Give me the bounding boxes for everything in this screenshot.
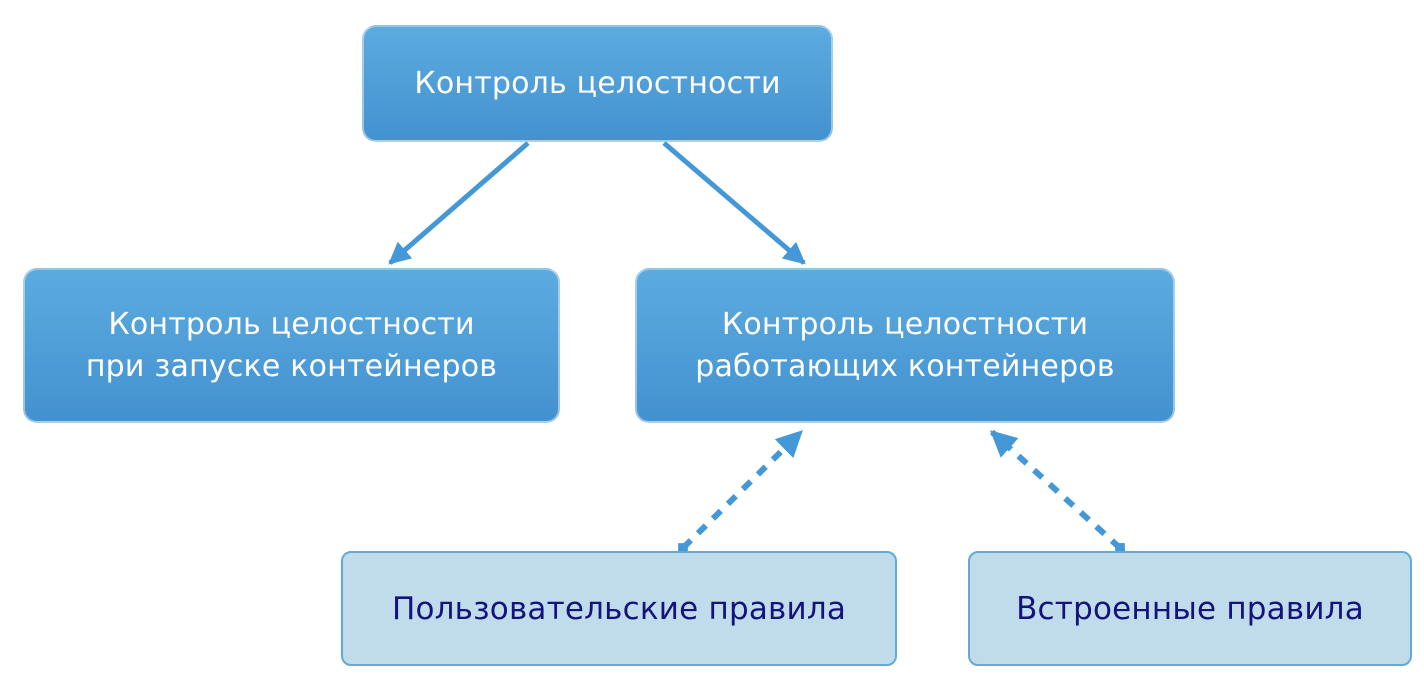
node-label-line1: Контроль целостности	[721, 307, 1089, 343]
node-label-line1: Контроль целостности	[108, 307, 475, 343]
edge-root-to-startup	[388, 141, 530, 265]
node-label: Пользовательские правила	[391, 590, 847, 627]
edge-builtin-rules-to-running	[989, 429, 1126, 554]
node-builtin-rules: Встроенные правила	[968, 551, 1412, 666]
node-label: Контроль целостности	[414, 65, 781, 101]
node-label-line2: работающих контейнеров	[695, 348, 1115, 384]
edge-root-to-running	[662, 141, 806, 265]
node-running-container-integrity: Контроль целостности работающих контейне…	[635, 268, 1175, 423]
node-startup-container-integrity: Контроль целостности при запуске контейн…	[23, 268, 560, 423]
node-label: Встроенные правила	[1016, 590, 1364, 627]
node-user-rules: Пользовательские правила	[341, 551, 897, 666]
node-integrity-control: Контроль целостности	[362, 25, 833, 142]
edge-user-rules-to-running	[678, 429, 804, 553]
node-label-line2: при запуске контейнеров	[85, 348, 498, 384]
